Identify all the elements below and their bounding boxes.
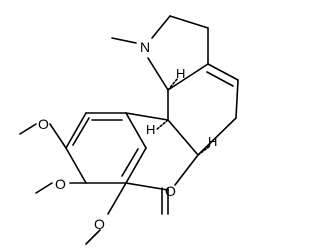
- pyrrolidine-ring: [111, 15, 209, 91]
- hydrogen-label-2: H: [146, 122, 155, 137]
- hydrogen-label-1: H: [176, 66, 185, 81]
- methoxy-bottom: [85, 182, 127, 245]
- oxygen-label-methoxy-top: O: [38, 116, 49, 132]
- oxygen-label-lactone: O: [165, 183, 176, 199]
- lactone-ring: [125, 112, 199, 215]
- aromatic-ring: [65, 112, 147, 184]
- structure-diagram: N O O O O H H H: [19, 15, 239, 245]
- methoxy-top: [19, 123, 67, 149]
- oxygen-label-methoxy-bottom: O: [94, 216, 105, 232]
- molecule-drawing: N O O O O H H H: [19, 15, 239, 245]
- stereo-bonds: [155, 77, 211, 156]
- oxygen-label-methoxy-middle: O: [55, 176, 66, 192]
- cyclohexene-ring: [167, 63, 239, 156]
- methoxy-middle: [35, 182, 87, 194]
- hydrogen-label-3: H: [208, 134, 217, 149]
- nitrogen-label: N: [140, 39, 150, 55]
